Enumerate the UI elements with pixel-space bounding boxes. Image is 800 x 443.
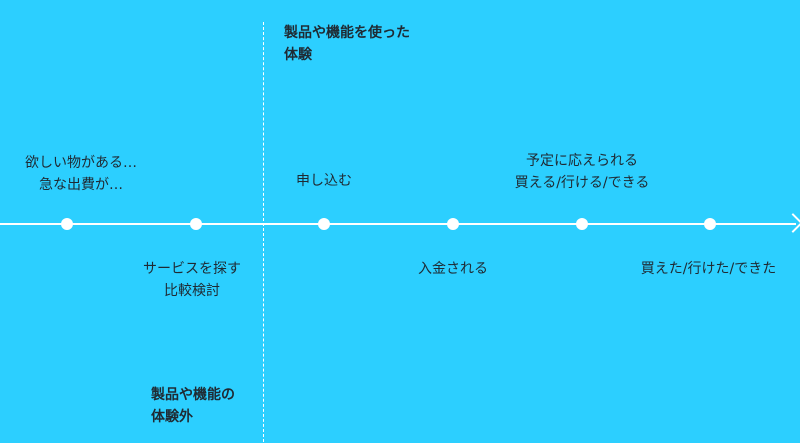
timeline-axis <box>0 223 796 225</box>
timeline-dot-4 <box>447 218 459 230</box>
timeline-dot-1 <box>61 218 73 230</box>
step-label-1: 欲しい物がある… 急な出費が… <box>25 155 137 193</box>
timeline-dot-6 <box>704 218 716 230</box>
zone-label-outside-experience: 製品や機能の 体験外 <box>151 387 235 425</box>
timeline-arrowhead-icon <box>783 213 800 233</box>
timeline-dot-3 <box>318 218 330 230</box>
timeline-dot-2 <box>190 218 202 230</box>
step-label-3: 申し込む <box>296 173 352 189</box>
timeline-dot-5 <box>576 218 588 230</box>
step-label-5: 予定に応えられる 買える/行ける/できる <box>514 153 650 191</box>
step-label-2: サービスを探す 比較検討 <box>143 261 241 299</box>
step-label-6: 買えた/行けた/できた <box>640 261 777 277</box>
step-label-4: 入金される <box>418 261 488 277</box>
experience-boundary-line <box>263 22 264 442</box>
zone-label-product-experience: 製品や機能を使った 体験 <box>284 25 410 63</box>
